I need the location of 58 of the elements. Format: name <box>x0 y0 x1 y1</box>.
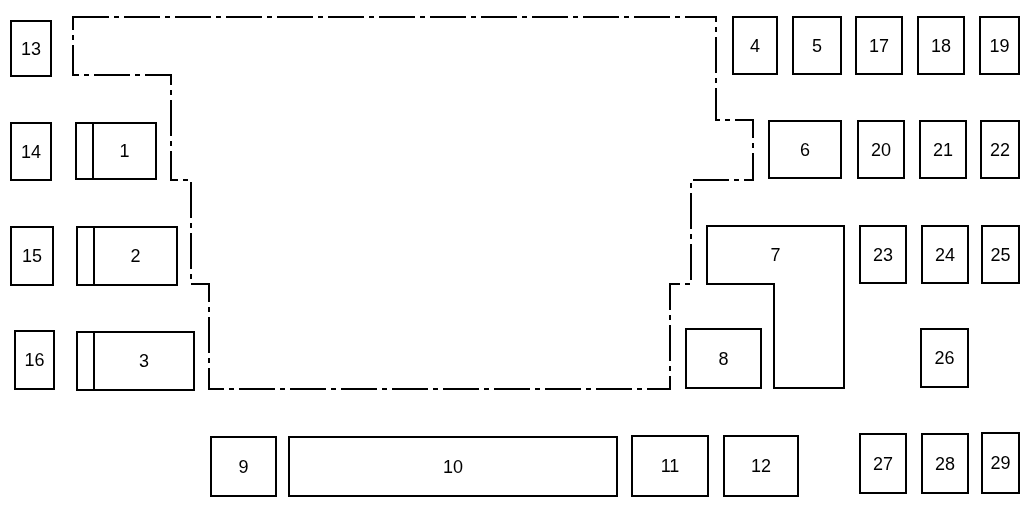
room-box <box>981 225 1020 284</box>
room-number: 13 <box>21 39 41 58</box>
room-number: 29 <box>990 454 1011 472</box>
room-box <box>768 120 842 179</box>
room-number: 8 <box>718 349 729 368</box>
room-number: 26 <box>934 349 955 367</box>
room-number: 18 <box>931 36 951 55</box>
room-box <box>859 433 907 494</box>
room-box <box>76 331 195 391</box>
room-number: 25 <box>990 245 1011 264</box>
room-box <box>921 433 969 494</box>
room-box <box>685 328 762 389</box>
room-box <box>10 20 52 77</box>
room-box <box>921 225 969 284</box>
room-number: 3 <box>139 352 149 370</box>
room-box <box>14 330 55 390</box>
room-box <box>10 226 54 286</box>
room-box <box>75 122 157 180</box>
room-number: 24 <box>935 245 955 264</box>
room-number: 28 <box>935 454 955 473</box>
room-number: 21 <box>933 140 953 159</box>
room-number: 20 <box>871 140 891 159</box>
room-box <box>10 122 52 181</box>
room-number: 10 <box>443 457 463 476</box>
room-box <box>917 16 965 75</box>
room-number: 5 <box>812 36 822 55</box>
room-number: 16 <box>24 351 45 369</box>
room-box <box>919 120 967 179</box>
room-number: 6 <box>800 140 810 159</box>
room-box <box>979 16 1020 75</box>
room-number: 4 <box>750 36 760 55</box>
room-number: 2 <box>130 247 141 265</box>
room-box <box>859 225 907 284</box>
l-shaped-room <box>706 225 845 389</box>
room-number: 23 <box>873 245 893 264</box>
room-number: 17 <box>869 36 889 55</box>
room-number: 11 <box>660 457 680 475</box>
room-number: 15 <box>22 247 42 265</box>
room-number: 9 <box>238 457 249 476</box>
room-box <box>723 435 799 497</box>
room-number: 7 <box>770 245 781 264</box>
room-box <box>920 328 969 388</box>
room-box <box>76 226 178 286</box>
room-number: 19 <box>989 36 1010 55</box>
room-number: 27 <box>873 454 893 473</box>
room-number: 14 <box>21 142 41 161</box>
room-box <box>855 16 903 75</box>
room-number: 22 <box>990 140 1010 159</box>
room-box <box>631 435 709 497</box>
room-box <box>732 16 778 75</box>
room-box <box>792 16 842 75</box>
room-box <box>857 120 905 179</box>
room-number: 1 <box>119 142 130 160</box>
room-box <box>981 432 1020 494</box>
room-number: 12 <box>751 457 771 475</box>
room-box <box>980 120 1020 179</box>
room-box <box>210 436 277 497</box>
room-box <box>288 436 618 497</box>
